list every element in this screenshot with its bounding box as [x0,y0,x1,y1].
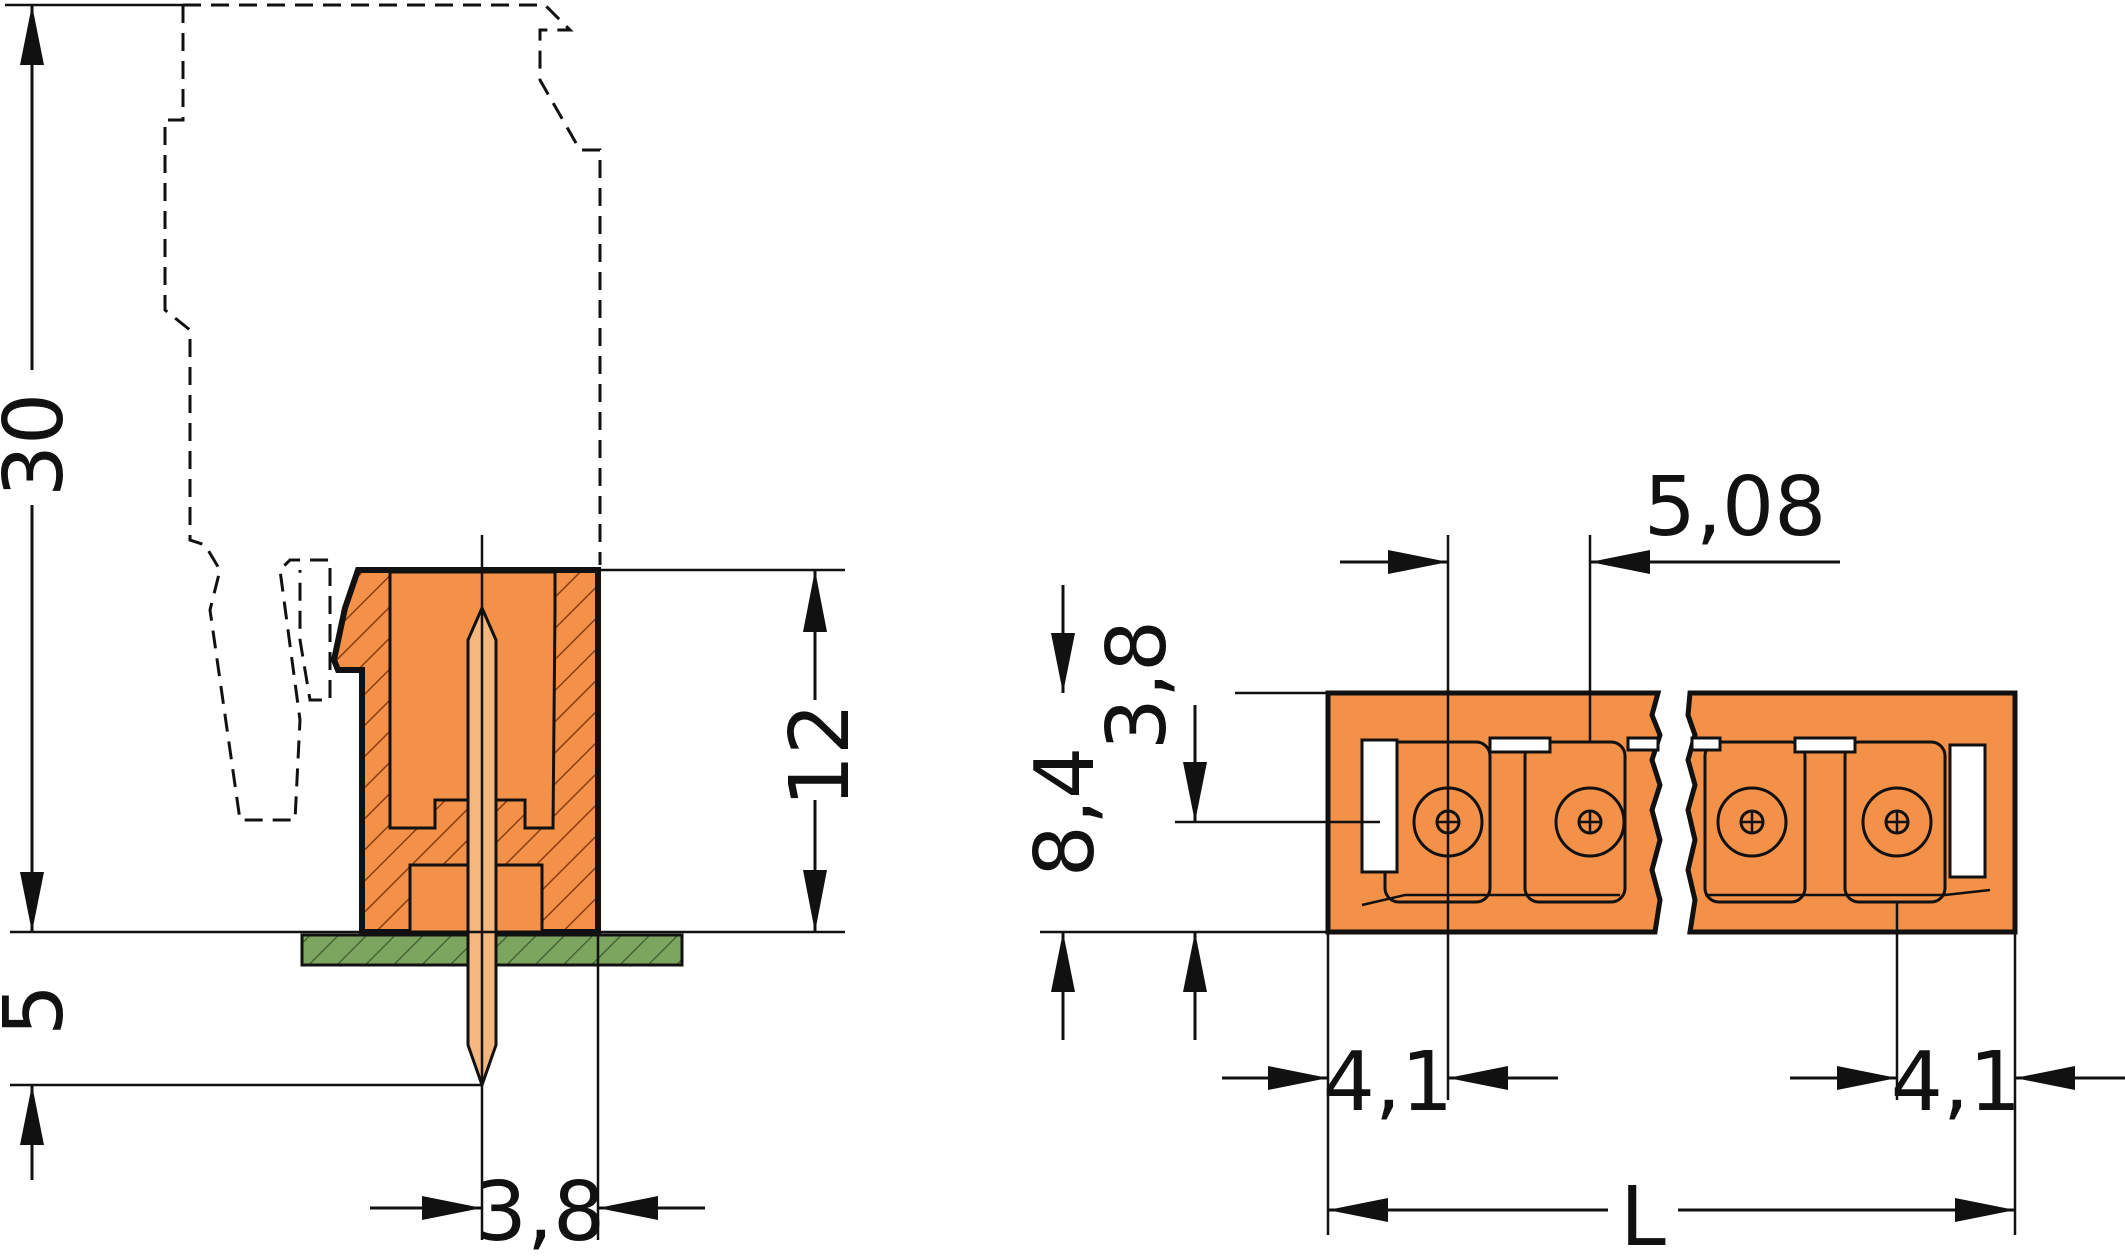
screw-icon [1716,786,1788,858]
dim-edge-right: 4,1 [1891,1035,2021,1130]
screw-icon [1554,786,1626,858]
dim-edge-left: 4,1 [1323,1035,1453,1130]
dim-front-height: 8,4 [1018,747,1113,877]
dim-length: L [1620,1170,1666,1259]
side-view: 30 12 5 3,8 [0,3,868,1259]
dim-front-offset: 3,8 [1090,620,1185,750]
front-view: 5,08 8,4 3,8 4,1 4,1 L [1018,460,2125,1259]
dim-side-width: 3,8 [475,1165,605,1259]
dim-height-total: 30 [0,393,82,497]
mating-plug-outline [163,3,602,822]
screw-icon [1861,786,1933,858]
dim-pitch: 5,08 [1644,460,1827,555]
dim-pin-depth: 5 [0,984,82,1036]
dim-height-body: 12 [773,703,868,807]
